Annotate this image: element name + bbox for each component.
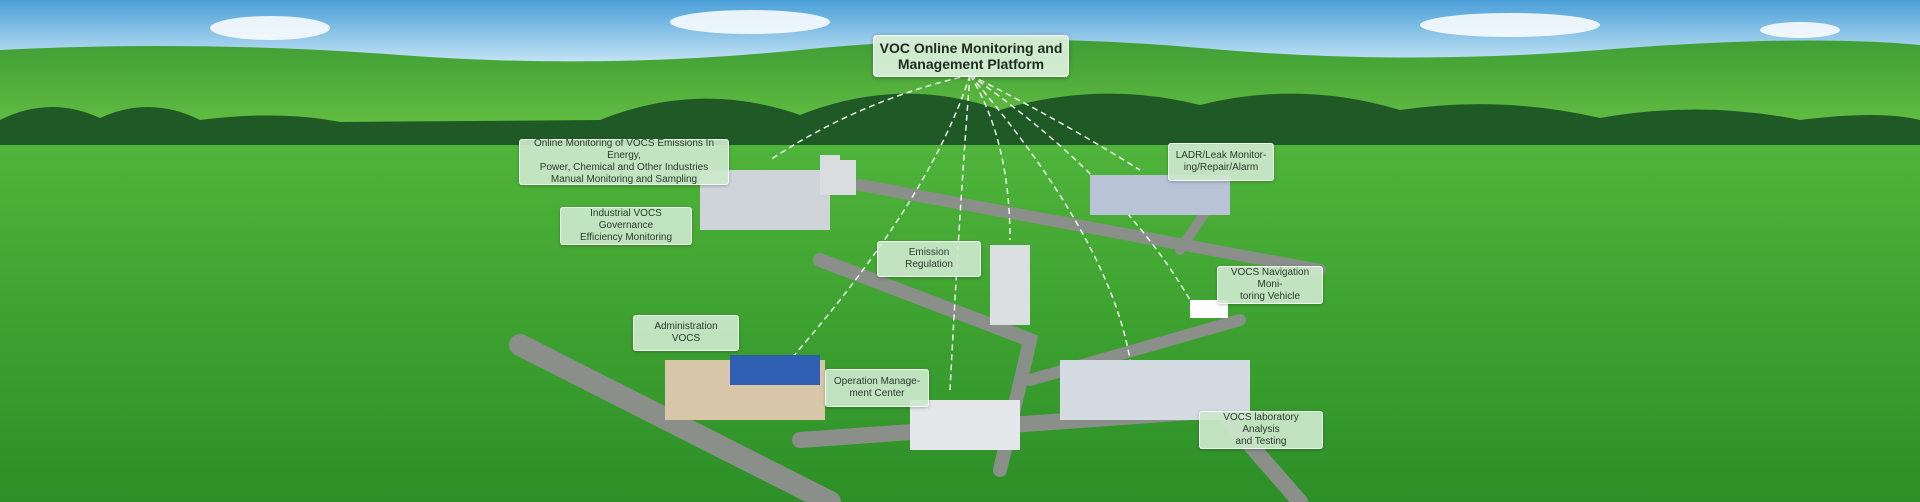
- clouds: [210, 10, 1840, 40]
- navigation-vehicle-label: VOCS Navigation Moni- toring Vehicle: [1217, 266, 1323, 304]
- platform-title: VOC Online Monitoring and Management Pla…: [873, 35, 1069, 77]
- treeline: [0, 93, 1920, 150]
- administration-label: Administration VOCS: [633, 315, 739, 351]
- industrial-governance-label: Industrial VOCS Governance Efficiency Mo…: [560, 207, 692, 245]
- operation-center-label: Operation Manage- ment Center: [825, 369, 929, 407]
- ladr-label: LADR/Leak Monitor- ing/Repair/Alarm: [1168, 143, 1274, 181]
- online-monitoring-label: Online Monitoring of VOCS Emissions In E…: [519, 138, 729, 185]
- emission-regulation-label: Emission Regulation: [877, 241, 981, 277]
- connectors: [769, 74, 1191, 391]
- buildings: [665, 155, 1250, 450]
- laboratory-label: VOCS laboratory Analysis and Testing: [1199, 411, 1323, 449]
